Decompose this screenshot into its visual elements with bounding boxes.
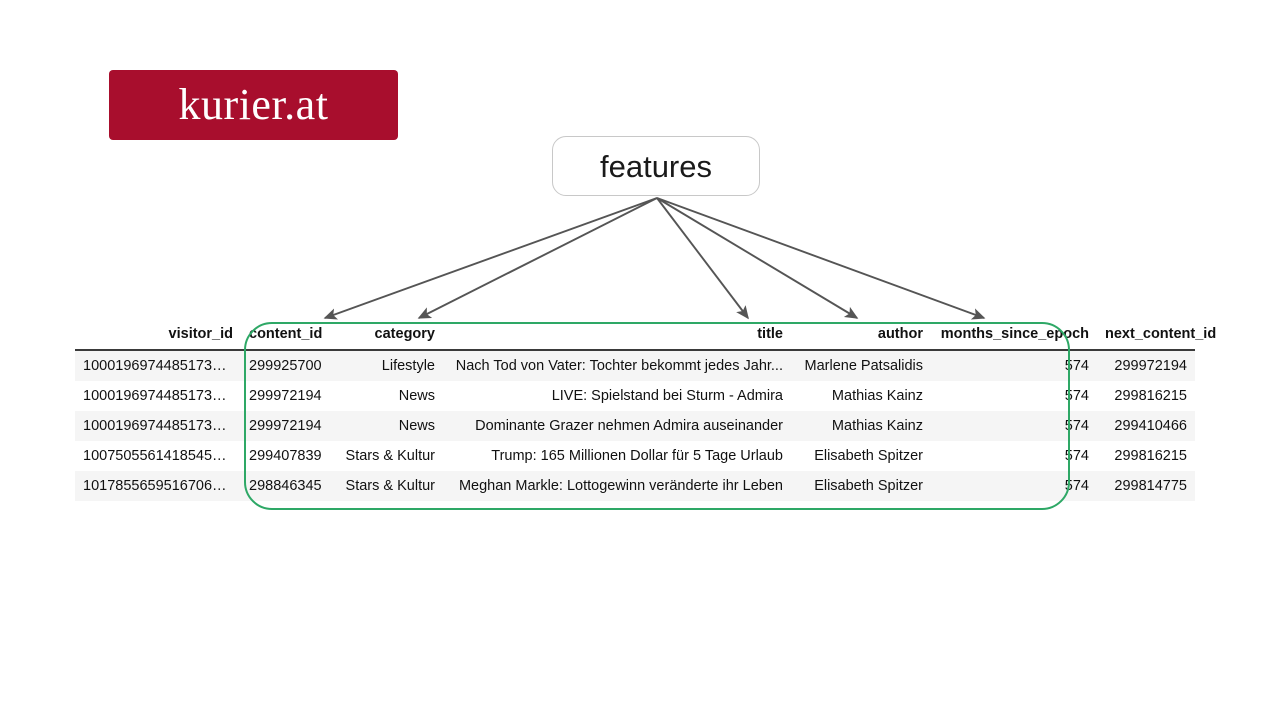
cell-author: Mathias Kainz — [791, 381, 931, 411]
arrow-to-months_since_epoch — [656, 197, 986, 320]
cell-next_content_id: 299972194 — [1097, 350, 1195, 381]
cell-category: News — [333, 411, 443, 441]
dataset-preview-table: visitor_id content_id category title aut… — [75, 322, 1216, 501]
cell-category: Stars & Kultur — [333, 471, 443, 501]
column-header-months_since_epoch[interactable]: months_since_epoch — [931, 322, 1097, 351]
cell-title: Meghan Markle: Lottogewinn veränderte ih… — [443, 471, 791, 501]
table-row: 1017855659516706306 298846345 Stars & Ku… — [75, 471, 1195, 501]
table-row: 1000196974485173657 299972194 News Domin… — [75, 411, 1195, 441]
column-header-next_content_id[interactable]: next_content_id — [1097, 322, 1216, 351]
table-row: 1007505561418545529 299407839 Stars & Ku… — [75, 441, 1195, 471]
arrow-to-category — [417, 197, 658, 319]
cell-category: Lifestyle — [333, 350, 443, 381]
cell-months_since_epoch: 574 — [931, 381, 1097, 411]
cell-visitor_id: 1000196974485173657 — [75, 350, 241, 381]
cell-author: Elisabeth Spitzer — [791, 441, 931, 471]
cell-next_content_id: 299410466 — [1097, 411, 1195, 441]
column-header-visitor_id[interactable]: visitor_id — [75, 322, 241, 351]
cell-visitor_id: 1007505561418545529 — [75, 441, 241, 471]
cell-content_id: 299925700 — [241, 350, 333, 381]
cell-category: Stars & Kultur — [333, 441, 443, 471]
cell-visitor_id: 1017855659516706306 — [75, 471, 241, 501]
cell-visitor_id: 1000196974485173657 — [75, 411, 241, 441]
cell-months_since_epoch: 574 — [931, 350, 1097, 381]
cell-content_id: 299972194 — [241, 381, 333, 411]
brand-logo-text: kurier.at — [178, 80, 329, 129]
cell-months_since_epoch: 574 — [931, 441, 1097, 471]
arrow-to-author — [656, 197, 859, 319]
cell-next_content_id: 299816215 — [1097, 441, 1195, 471]
cell-category: News — [333, 381, 443, 411]
column-header-title[interactable]: title — [443, 322, 791, 351]
column-header-category[interactable]: category — [333, 322, 443, 351]
arrow-to-content_id — [323, 197, 658, 320]
cell-content_id: 299407839 — [241, 441, 333, 471]
arrow-to-title — [656, 197, 749, 320]
features-callout-label: features — [599, 148, 712, 184]
cell-author: Mathias Kainz — [791, 411, 931, 441]
cell-visitor_id: 1000196974485173657 — [75, 381, 241, 411]
cell-title: Dominante Grazer nehmen Admira auseinand… — [443, 411, 791, 441]
table-header-row: visitor_id content_id category title aut… — [75, 322, 1216, 351]
cell-title: Trump: 165 Millionen Dollar für 5 Tage U… — [443, 441, 791, 471]
cell-title: Nach Tod von Vater: Tochter bekommt jede… — [443, 350, 791, 381]
table-row: 1000196974485173657 299972194 News LIVE:… — [75, 381, 1195, 411]
cell-title: LIVE: Spielstand bei Sturm - Admira — [443, 381, 791, 411]
cell-months_since_epoch: 574 — [931, 471, 1097, 501]
table-row: 1000196974485173657 299925700 Lifestyle … — [75, 350, 1195, 381]
column-header-content_id[interactable]: content_id — [241, 322, 333, 351]
cell-content_id: 298846345 — [241, 471, 333, 501]
kurier-brand-logo: kurier.at — [109, 70, 398, 140]
cell-months_since_epoch: 574 — [931, 411, 1097, 441]
column-header-author[interactable]: author — [791, 322, 931, 351]
cell-next_content_id: 299816215 — [1097, 381, 1195, 411]
dataset-preview-table-wrapper: visitor_id content_id category title aut… — [75, 322, 1216, 501]
cell-author: Elisabeth Spitzer — [791, 471, 931, 501]
cell-author: Marlene Patsalidis — [791, 350, 931, 381]
cell-content_id: 299972194 — [241, 411, 333, 441]
features-callout-box: features — [552, 136, 760, 196]
cell-next_content_id: 299814775 — [1097, 471, 1195, 501]
